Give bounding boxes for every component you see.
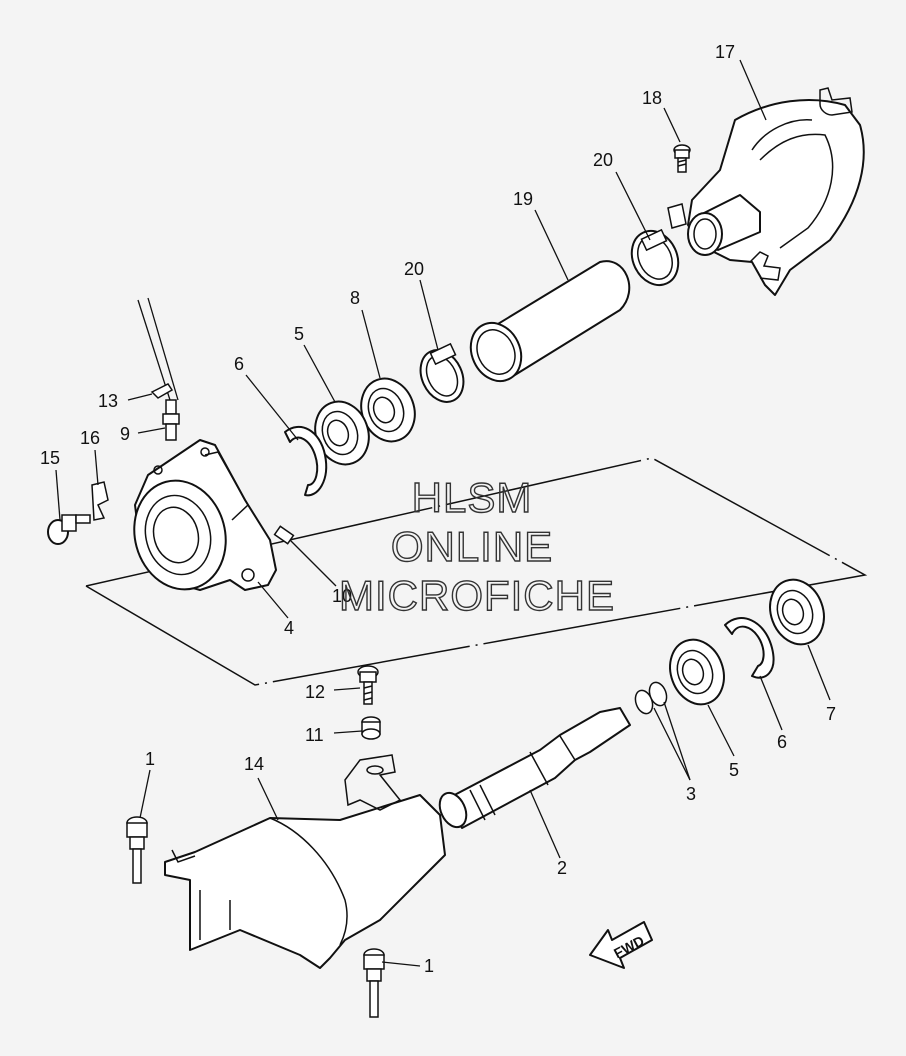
part-13-clip [150, 383, 174, 399]
callout-2: 2 [557, 858, 567, 878]
part-5-lower-bearing [669, 638, 725, 706]
callout-11: 11 [305, 725, 324, 745]
part-8-bearing [360, 377, 416, 443]
part-14-bracket-housing [164, 754, 446, 969]
callout-5: 5 [729, 760, 739, 780]
part-20-upper-hose-clamp [630, 228, 680, 287]
callout-8: 8 [350, 288, 360, 308]
watermark-line-2: ONLINE [391, 523, 553, 570]
part-15-bolt [47, 514, 91, 545]
part-1-lower-bolt [363, 948, 385, 1018]
fwd-direction-arrow: FWD [589, 921, 653, 969]
part-12-bolt [357, 665, 379, 705]
callout-14: 14 [244, 754, 264, 774]
part-10-dowel-pin [273, 525, 295, 545]
part-17-duct-cover [687, 87, 865, 296]
callout-labels: 17 18 20 19 20 8 5 6 13 9 16 15 10 4 7 6… [40, 42, 836, 976]
part-5-upper-bearing [314, 400, 370, 466]
part-6-lower-snap-ring [724, 617, 775, 679]
part-7-bearing [769, 578, 825, 646]
callout-15: 15 [40, 448, 60, 468]
callout-6: 6 [234, 354, 244, 374]
leader-lines [55, 59, 831, 967]
part-3-o-rings [634, 681, 668, 715]
callout-10: 10 [332, 586, 352, 606]
part-6-upper-snap-ring [284, 426, 328, 497]
callout-4: 4 [284, 618, 294, 638]
callout-20: 20 [593, 150, 613, 170]
watermark: HLSM ONLINE MICROFICHE [338, 473, 615, 619]
watermark-line-3: MICROFICHE [339, 572, 615, 619]
assembly-boundary-line [85, 457, 868, 686]
callout-3: 3 [686, 784, 696, 804]
callout-19: 19 [513, 189, 533, 209]
callout-12: 12 [305, 682, 325, 702]
callout-7: 7 [826, 704, 836, 724]
part-4-housing [133, 439, 277, 591]
watermark-line-1: HLSM [412, 474, 533, 521]
part-16-plate [91, 481, 109, 521]
callout-13: 13 [98, 391, 118, 411]
callout-5: 5 [294, 324, 304, 344]
part-20-lower-hose-clamp [419, 342, 465, 403]
part-17-outlet-tube [667, 194, 761, 256]
callout-9: 9 [120, 424, 130, 444]
callout-6: 6 [777, 732, 787, 752]
callout-17: 17 [715, 42, 735, 62]
part-19-hose [469, 260, 631, 383]
part-11-collar [361, 716, 381, 740]
part-18-screw [673, 144, 691, 173]
callout-18: 18 [642, 88, 662, 108]
part-9-fitting [137, 297, 180, 441]
part-1-upper-bolt [126, 816, 148, 884]
callout-16: 16 [80, 428, 100, 448]
callout-20: 20 [404, 259, 424, 279]
part-2-drive-shaft [438, 707, 631, 829]
callout-1: 1 [145, 749, 155, 769]
callout-1: 1 [424, 956, 434, 976]
